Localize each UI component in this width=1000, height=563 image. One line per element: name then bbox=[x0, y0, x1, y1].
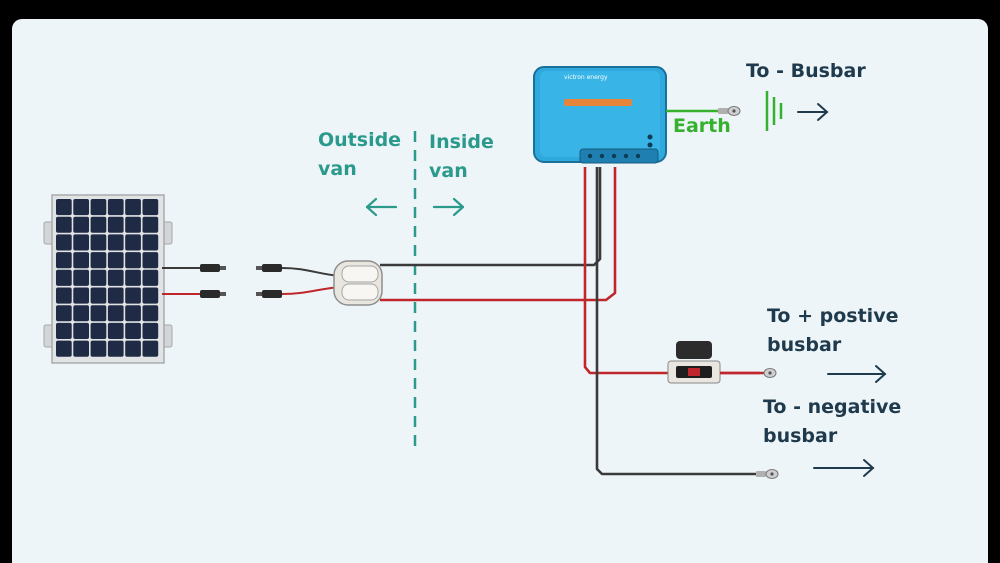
solar-cell bbox=[90, 199, 107, 216]
solar-cell bbox=[125, 234, 141, 251]
solar-cell bbox=[73, 269, 89, 286]
wiring-diagram: Outside van Inside van To - Busbar Earth… bbox=[12, 19, 988, 563]
mppt-charge-controller-icon bbox=[533, 66, 667, 164]
solar-cell bbox=[142, 252, 159, 269]
to-positive-line1: To + postive bbox=[767, 305, 899, 327]
solar-cell bbox=[73, 340, 89, 357]
controller-brand-label: victron energy bbox=[564, 74, 608, 81]
solar-cell bbox=[107, 234, 124, 251]
solar-cell bbox=[90, 322, 107, 339]
solar-cell bbox=[56, 234, 72, 251]
solar-cell bbox=[107, 287, 124, 304]
outside-label-line2: van bbox=[318, 158, 357, 180]
solar-cell bbox=[142, 287, 159, 304]
solar-cell bbox=[90, 269, 107, 286]
inside-van-label: Inside van bbox=[429, 128, 494, 186]
inline-fuse-holder-icon bbox=[667, 341, 777, 384]
solar-cell bbox=[125, 340, 141, 357]
solar-cell bbox=[90, 340, 107, 357]
solar-cell bbox=[73, 216, 89, 233]
solar-cell bbox=[107, 252, 124, 269]
to-negative-line2: busbar bbox=[763, 425, 838, 447]
earth-lead bbox=[666, 106, 741, 116]
outside-arrow-icon bbox=[365, 197, 398, 217]
solar-cell bbox=[125, 305, 141, 322]
solar-cell bbox=[107, 340, 124, 357]
solar-cell bbox=[142, 340, 159, 357]
to-negative-busbar-label: To - negative busbar bbox=[763, 393, 901, 451]
solar-cell bbox=[73, 305, 89, 322]
solar-cell bbox=[90, 216, 107, 233]
solar-cell bbox=[56, 340, 72, 357]
solar-cell bbox=[90, 252, 107, 269]
outside-label-line1: Outside bbox=[318, 129, 402, 151]
solar-cell bbox=[73, 322, 89, 339]
to-positive-arrow-icon bbox=[827, 365, 887, 383]
solar-cell bbox=[56, 269, 72, 286]
solar-cell bbox=[90, 287, 107, 304]
to-positive-busbar-label: To + postive busbar bbox=[767, 302, 898, 360]
solar-cell bbox=[56, 199, 72, 216]
solar-cell bbox=[90, 305, 107, 322]
solar-cell bbox=[107, 305, 124, 322]
inside-label-line2: van bbox=[429, 160, 468, 182]
solar-cell bbox=[73, 234, 89, 251]
solar-cell bbox=[125, 252, 141, 269]
solar-cell bbox=[142, 305, 159, 322]
solar-cell bbox=[125, 269, 141, 286]
to-negative-busbar-top-label: To - Busbar bbox=[746, 60, 866, 82]
solar-cell bbox=[142, 269, 159, 286]
solar-cell bbox=[90, 234, 107, 251]
solar-cell bbox=[125, 216, 141, 233]
solar-cell bbox=[73, 287, 89, 304]
solar-cell bbox=[56, 322, 72, 339]
y-branch-connector-icon bbox=[333, 260, 383, 306]
solar-cell bbox=[107, 269, 124, 286]
outside-van-label: Outside van bbox=[318, 126, 401, 184]
solar-cell bbox=[142, 216, 159, 233]
to-negative-line1: To - negative bbox=[763, 396, 902, 418]
to-negative-arrow-icon bbox=[813, 459, 875, 477]
to-positive-line2: busbar bbox=[767, 334, 842, 356]
ground-symbol-icon bbox=[765, 91, 783, 131]
to-busbar-arrow-icon bbox=[797, 103, 829, 121]
solar-cell bbox=[107, 322, 124, 339]
solar-cell bbox=[142, 234, 159, 251]
solar-cell bbox=[56, 252, 72, 269]
solar-cell bbox=[56, 287, 72, 304]
inside-label-line1: Inside bbox=[429, 131, 494, 153]
solar-cell bbox=[56, 305, 72, 322]
solar-cell bbox=[125, 199, 141, 216]
solar-cell bbox=[107, 216, 124, 233]
negative-ring-terminal-icon bbox=[756, 469, 779, 479]
solar-cell bbox=[142, 322, 159, 339]
inside-arrow-icon bbox=[432, 197, 465, 217]
diagram-canvas bbox=[43, 66, 887, 479]
solar-cell bbox=[56, 216, 72, 233]
solar-cell bbox=[107, 199, 124, 216]
solar-cell bbox=[73, 199, 89, 216]
panel-leads bbox=[162, 264, 341, 298]
solar-cell bbox=[125, 322, 141, 339]
earth-label: Earth bbox=[673, 115, 731, 137]
solar-cell bbox=[73, 252, 89, 269]
main-wires bbox=[380, 167, 764, 476]
solar-cell bbox=[142, 199, 159, 216]
solar-panel-icon bbox=[43, 194, 173, 364]
solar-cell bbox=[125, 287, 141, 304]
